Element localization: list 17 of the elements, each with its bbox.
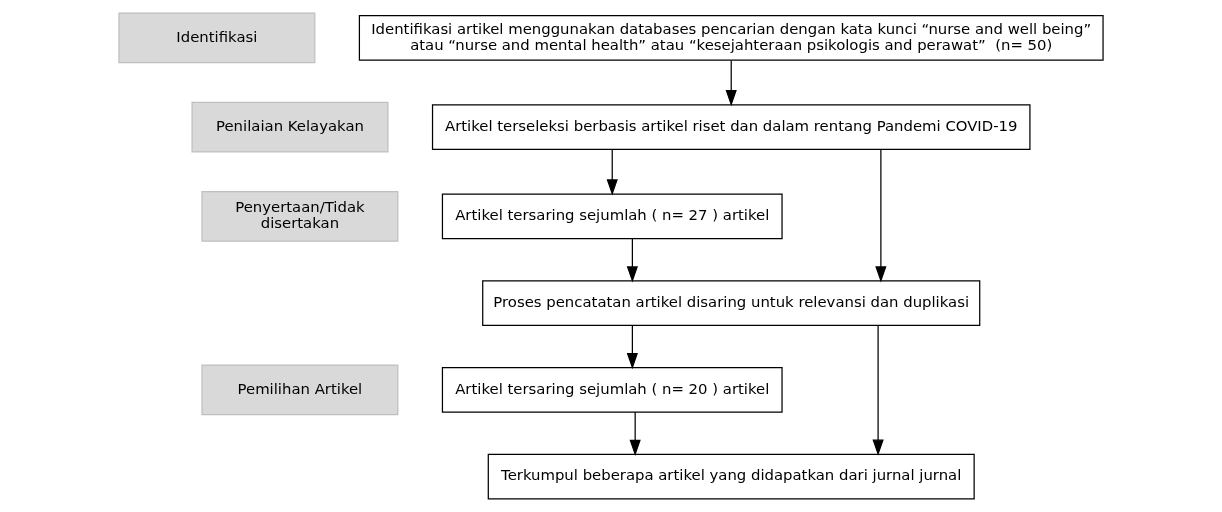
- arrow: [626, 238, 639, 283]
- node-box: Penyertaan/Tidak disertakan: [201, 190, 399, 242]
- node-box: Artikel tersaring sejumlah ( n= 27 ) artikel: [441, 193, 783, 240]
- node-box: Penilaian Kelayakan: [191, 101, 389, 153]
- arrow: [626, 324, 639, 370]
- node-box: Artikel terseleksi berbasis artikel riset dan dalam rentang Pandemi COVID-19: [431, 104, 1031, 151]
- arrow: [872, 324, 884, 456]
- node-box: Proses pencatatan artikel disaring untuk relevansi dan duplikasi: [482, 280, 981, 327]
- arrow: [725, 59, 737, 107]
- arrow: [606, 149, 618, 196]
- node-box: Artikel tersaring sejumlah ( n= 20 ) artikel: [441, 366, 783, 413]
- node-box: Pemilihan Artikel: [201, 364, 399, 416]
- node-box: Terkumpul beberapa artikel yang didapatkan dari jurnal jurnal: [487, 453, 975, 500]
- node-box: Identifikasi: [118, 12, 316, 64]
- arrow: [629, 411, 641, 456]
- node-box: Identifikasi artikel menggunakan databases pencarian dengan kata kunci “nurse and well being” atau “nurse and mental health” atau “kesejahteraan psikologis and perawat” (n= 50): [358, 14, 1104, 61]
- arrow: [875, 149, 887, 283]
